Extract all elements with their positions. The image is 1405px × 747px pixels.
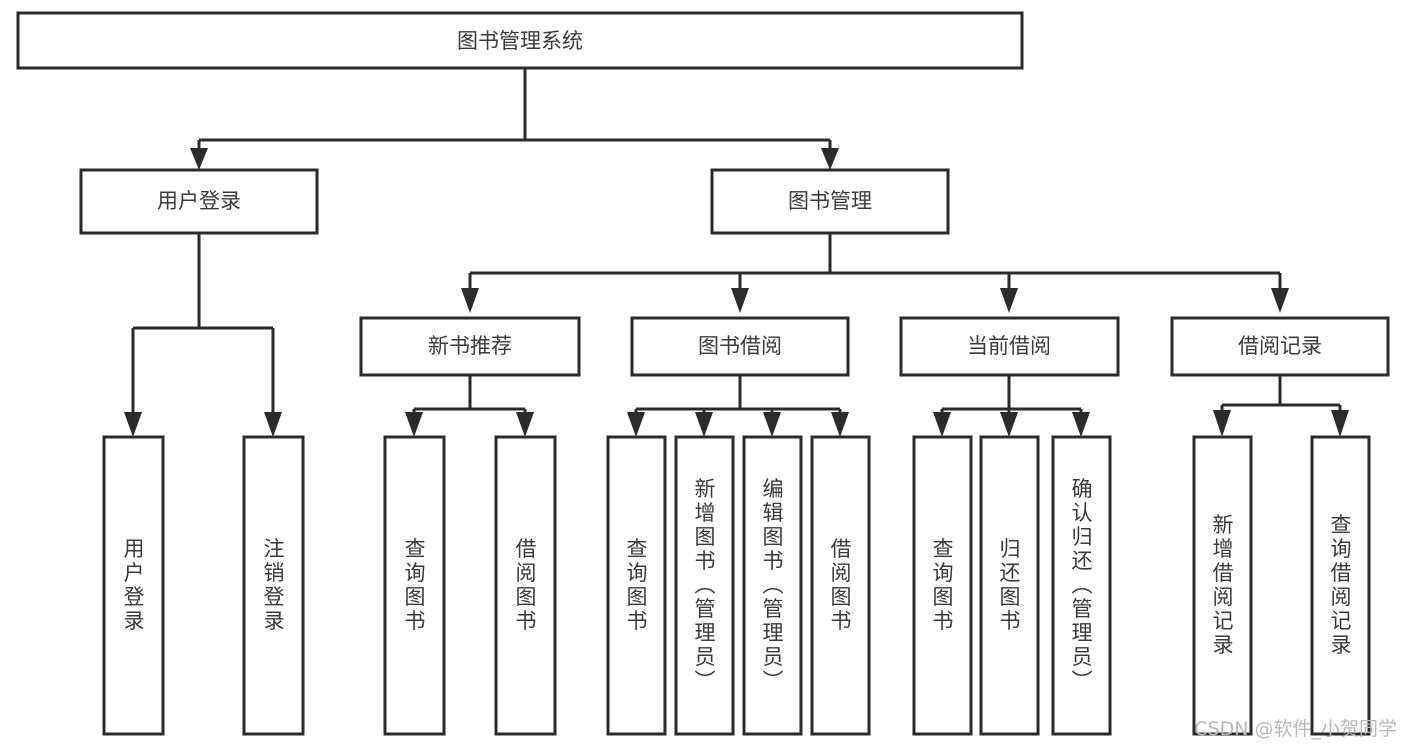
- leaf-query-book-3-label: 查询图书: [930, 538, 954, 634]
- leaf-user-login-label: 用户登录: [121, 538, 145, 634]
- leaf-node-confirm-return[interactable]: 确认归还（管理员）: [1051, 435, 1112, 736]
- book-borrow-box[interactable]: [630, 316, 850, 377]
- leaf-logout-label: 注销登录: [261, 538, 285, 634]
- new-book-recommend-label: 新书推荐: [428, 334, 512, 358]
- leaf-confirm-return-box[interactable]: [1051, 435, 1112, 736]
- leaf-edit-book-label: 编辑图书（管理员）: [760, 478, 784, 694]
- connector-layer: [124, 68, 1349, 437]
- node-book-borrow[interactable]: 图书借阅: [630, 316, 850, 377]
- leaf-borrow-book-1-label: 借阅图书: [513, 538, 537, 634]
- arrowhead-book-management: [821, 148, 839, 170]
- arrowhead-borrow-record: [1271, 288, 1289, 313]
- user-login-label: 用户登录: [157, 189, 241, 213]
- borrow-record-label: 借阅记录: [1238, 334, 1322, 358]
- arrowhead-leaf-add-book: [695, 412, 713, 437]
- leaf-node-query-record[interactable]: 查询借阅记录: [1310, 435, 1371, 736]
- node-new-book-recommend[interactable]: 新书推荐: [359, 316, 581, 377]
- node-user-login[interactable]: 用户登录: [79, 168, 319, 235]
- borrow-record-box[interactable]: [1170, 316, 1390, 377]
- leaf-borrow-book-2-label: 借阅图书: [828, 538, 852, 634]
- node-book-management[interactable]: 图书管理: [710, 168, 950, 235]
- arrowhead-leaf-user-login: [124, 412, 142, 437]
- leaf-query-record-box[interactable]: [1310, 435, 1371, 736]
- leaf-query-book-3-box[interactable]: [912, 435, 973, 736]
- leaf-node-query-book-2[interactable]: 查询图书: [606, 435, 667, 736]
- leaf-add-record-box[interactable]: [1192, 435, 1253, 736]
- leaf-query-book-1-label: 查询图书: [402, 538, 426, 634]
- leaf-add-book-label: 新增图书（管理员）: [692, 478, 716, 694]
- root-box[interactable]: [16, 11, 1024, 70]
- arrowhead-leaf-query-book-2: [627, 412, 645, 437]
- leaf-borrow-book-1-box[interactable]: [494, 435, 557, 736]
- current-borrow-box[interactable]: [899, 316, 1120, 377]
- node-borrow-record[interactable]: 借阅记录: [1170, 316, 1390, 377]
- user-login-box[interactable]: [79, 168, 319, 235]
- arrowhead-leaf-query-book-3: [933, 412, 951, 437]
- leaf-node-logout[interactable]: 注销登录: [242, 435, 305, 736]
- book-management-label: 图书管理: [788, 189, 872, 213]
- leaf-node-borrow-book-2[interactable]: 借阅图书: [810, 435, 871, 736]
- leaf-query-book-1-box[interactable]: [383, 435, 446, 736]
- arrowhead-leaf-confirm-return: [1072, 412, 1090, 437]
- arrowhead-leaf-add-record: [1213, 410, 1231, 437]
- leaf-user-login-box[interactable]: [102, 435, 165, 736]
- book-borrow-label: 图书借阅: [698, 334, 782, 358]
- arrowhead-leaf-edit-book: [763, 412, 781, 437]
- leaf-return-book-label: 归还图书: [997, 538, 1021, 634]
- arrowhead-leaf-logout: [264, 412, 282, 437]
- arrowhead-new-book-recommend: [461, 288, 479, 313]
- current-borrow-label: 当前借阅: [967, 334, 1051, 358]
- node-current-borrow[interactable]: 当前借阅: [899, 316, 1120, 377]
- leaf-node-return-book[interactable]: 归还图书: [979, 435, 1040, 736]
- arrowhead-leaf-borrow-book-1: [516, 412, 534, 437]
- leaf-node-add-record[interactable]: 新增借阅记录: [1192, 435, 1253, 736]
- leaf-node-add-book[interactable]: 新增图书（管理员）: [674, 435, 735, 736]
- arrowhead-current-borrow: [1000, 288, 1018, 313]
- arrowhead-book-borrow: [731, 288, 749, 313]
- leaf-add-book-box[interactable]: [674, 435, 735, 736]
- leaf-node-edit-book[interactable]: 编辑图书（管理员）: [742, 435, 803, 736]
- leaf-borrow-book-2-box[interactable]: [810, 435, 871, 736]
- leaf-query-book-2-label: 查询图书: [624, 538, 648, 634]
- leaf-query-book-2-box[interactable]: [606, 435, 667, 736]
- arrowhead-leaf-return-book: [1000, 412, 1018, 437]
- leaf-logout-box[interactable]: [242, 435, 305, 736]
- leaf-query-record-label: 查询借阅记录: [1328, 514, 1352, 658]
- arrowhead-leaf-query-book-1: [405, 412, 423, 437]
- leaf-node-user-login[interactable]: 用户登录: [102, 435, 165, 736]
- node-root[interactable]: 图书管理系统: [16, 11, 1024, 70]
- leaf-confirm-return-label: 确认归还（管理员）: [1069, 478, 1093, 694]
- leaf-node-query-book-1[interactable]: 查询图书: [383, 435, 446, 736]
- new-book-recommend-box[interactable]: [359, 316, 581, 377]
- leaf-edit-book-box[interactable]: [742, 435, 803, 736]
- leaf-add-record-label: 新增借阅记录: [1210, 514, 1234, 658]
- leaf-node-borrow-book-1[interactable]: 借阅图书: [494, 435, 557, 736]
- arrowhead-leaf-borrow-book-2: [831, 412, 849, 437]
- arrowhead-leaf-query-record: [1331, 410, 1349, 437]
- book-management-box[interactable]: [710, 168, 950, 235]
- leaf-node-query-book-3[interactable]: 查询图书: [912, 435, 973, 736]
- arrowhead-user-login: [190, 148, 208, 170]
- leaf-return-book-box[interactable]: [979, 435, 1040, 736]
- root-label: 图书管理系统: [457, 29, 583, 53]
